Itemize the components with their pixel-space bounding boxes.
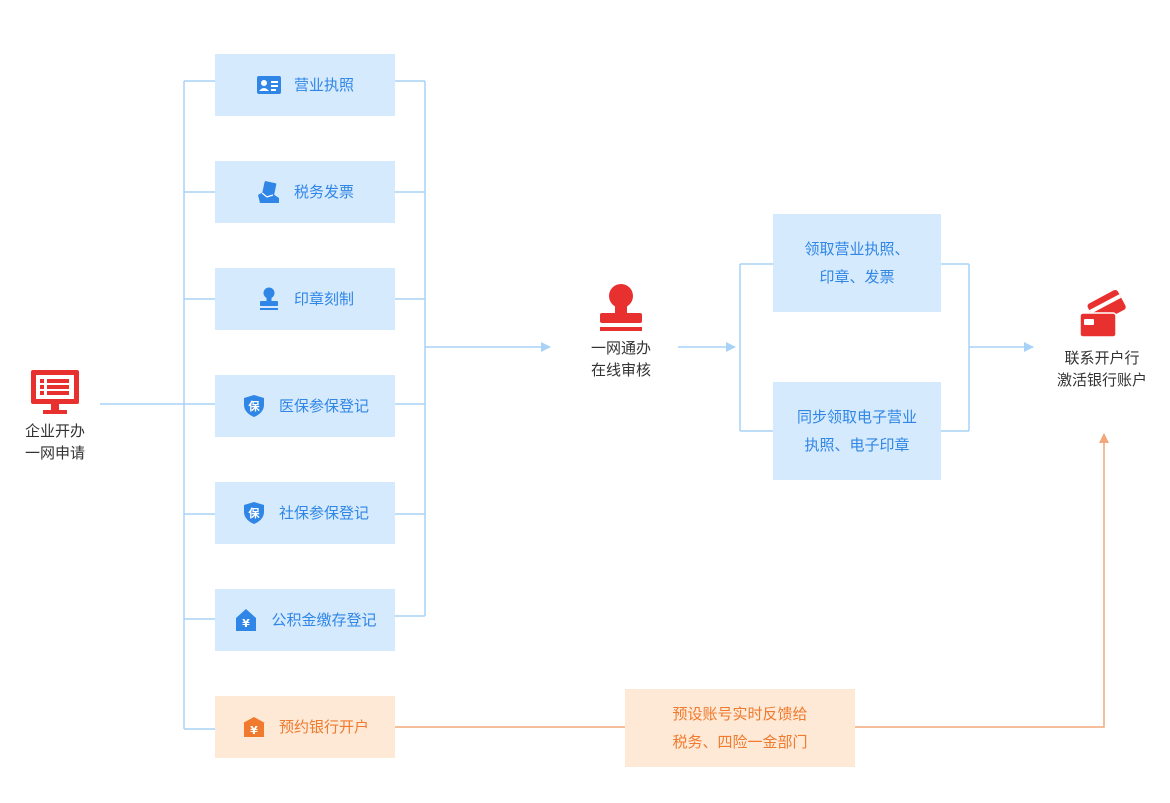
shield-glyph: 保 xyxy=(247,399,260,413)
feedback-to-final-arrow xyxy=(855,433,1109,728)
invoice-hand-icon xyxy=(256,179,282,205)
item-business-license: 营业执照 xyxy=(215,54,395,116)
final-line1: 联系开户行 xyxy=(1064,349,1140,367)
item-label: 营业执照 xyxy=(293,76,354,94)
item-label: 印章刻制 xyxy=(293,290,354,308)
item-seal-engraving: 印章刻制 xyxy=(215,268,395,330)
result-line1: 领取营业执照、 xyxy=(804,240,910,258)
shield-bao-icon: 保 xyxy=(241,500,267,526)
feedback-box: 预设账号实时反馈给 税务、四险一金部门 xyxy=(625,689,855,767)
shield-bao-icon: 保 xyxy=(241,393,267,419)
item-social-insurance: 保 社保参保登记 xyxy=(215,482,395,544)
start-node: 企业开办 一网申请 xyxy=(10,368,100,464)
final-node: 联系开户行 激活银行账户 xyxy=(1042,287,1162,391)
monitor-list-icon xyxy=(31,370,79,414)
bank-cards-icon xyxy=(1079,289,1126,338)
review-node: 一网通办 在线审核 xyxy=(574,283,668,381)
item-label: 医保参保登记 xyxy=(278,397,369,415)
feedback-line1: 预设账号实时反馈给 xyxy=(672,705,808,723)
house-glyph: ¥ xyxy=(243,617,251,630)
start-line2: 一网申请 xyxy=(24,444,85,462)
item-tax-invoice: 税务发票 xyxy=(215,161,395,223)
result-line1: 同步领取电子营业 xyxy=(796,408,917,426)
house-yuan-icon: ¥ xyxy=(233,607,259,633)
id-card-icon xyxy=(256,72,282,98)
item-label: 税务发票 xyxy=(293,183,354,201)
review-line2: 在线审核 xyxy=(590,361,651,379)
bank-glyph: ¥ xyxy=(250,724,258,737)
bank-yuan-icon: ¥ xyxy=(241,714,267,740)
item-medical-insurance: 保 医保参保登记 xyxy=(215,375,395,437)
result-line2: 印章、发票 xyxy=(819,268,895,286)
shield-glyph: 保 xyxy=(247,506,260,520)
result-physical: 领取营业执照、 印章、发票 xyxy=(773,214,941,312)
review-line1: 一网通办 xyxy=(590,339,651,357)
result-line2: 执照、电子印章 xyxy=(804,436,910,454)
item-label: 社保参保登记 xyxy=(278,504,369,522)
item-bank-appointment: ¥ 预约银行开户 xyxy=(215,696,395,758)
start-line1: 企业开办 xyxy=(24,422,85,440)
final-line2: 激活银行账户 xyxy=(1056,371,1147,389)
review-stamp-icon xyxy=(600,284,642,331)
item-label: 公积金缴存登记 xyxy=(271,611,377,629)
feedback-line2: 税务、四险一金部门 xyxy=(672,733,808,751)
item-label: 预约银行开户 xyxy=(278,718,369,736)
stamp-icon xyxy=(256,286,282,312)
item-housing-fund: ¥ 公积金缴存登记 xyxy=(215,589,395,651)
result-electronic: 同步领取电子营业 执照、电子印章 xyxy=(773,382,941,480)
